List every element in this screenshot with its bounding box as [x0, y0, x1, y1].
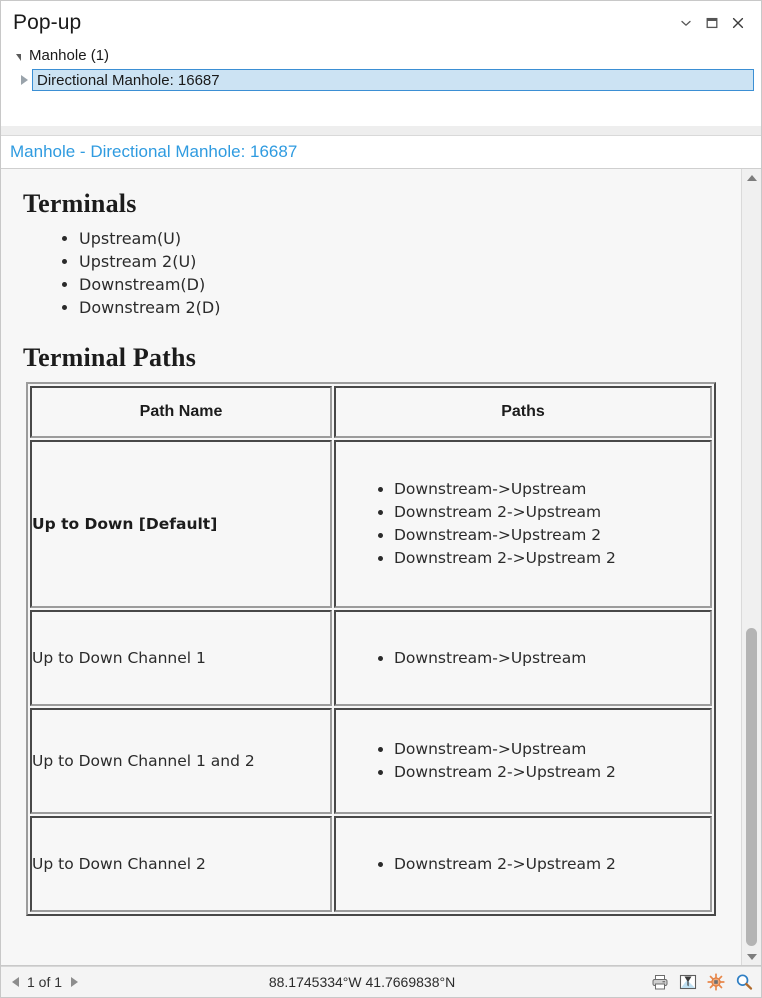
cell-paths: Downstream->Upstream	[334, 610, 712, 706]
window-titlebar: Pop-up	[1, 1, 761, 44]
table-row: Up to Down Channel 2 Downstream 2->Upstr…	[30, 816, 712, 912]
cell-paths: Downstream->Upstream Downstream 2->Upstr…	[334, 440, 712, 608]
cell-path-name: Up to Down Channel 1 and 2	[30, 708, 332, 814]
chevron-down-icon[interactable]	[673, 10, 699, 36]
popup-content: Terminals Upstream(U) Upstream 2(U) Down…	[1, 169, 741, 965]
paths-list: Downstream 2->Upstream 2	[336, 853, 710, 876]
column-header-path-name: Path Name	[30, 386, 332, 438]
content-area: Terminals Upstream(U) Upstream 2(U) Down…	[1, 169, 761, 966]
coordinates-label: 88.1745334°W 41.7669838°N	[268, 974, 456, 990]
column-header-paths: Paths	[334, 386, 712, 438]
list-item: Downstream->Upstream 2	[394, 524, 710, 547]
list-item: Downstream->Upstream	[394, 478, 710, 501]
paths-list: Downstream->Upstream	[336, 647, 710, 670]
list-item: Downstream 2->Upstream 2	[394, 547, 710, 570]
list-item: Downstream 2(D)	[79, 296, 741, 319]
cell-path-name: Up to Down Channel 1	[30, 610, 332, 706]
cell-path-name: Up to Down [Default]	[30, 440, 332, 608]
paths-list: Downstream->Upstream Downstream 2->Upstr…	[336, 738, 710, 784]
pager-label: 1 of 1	[27, 974, 63, 990]
terminal-paths-heading: Terminal Paths	[23, 343, 197, 372]
table-header-row: Path Name Paths	[30, 386, 712, 438]
list-item: Upstream(U)	[79, 227, 741, 250]
tree-item-label: Directional Manhole: 16687	[32, 69, 754, 91]
tree-divider	[1, 126, 761, 136]
collapse-triangle-right-icon[interactable]	[1, 75, 32, 85]
list-item: Downstream 2->Upstream 2	[394, 853, 710, 876]
status-bar: 1 of 1 88.1745334°W 41.7669838°N	[1, 966, 761, 997]
tree-group-manhole[interactable]: Manhole (1)	[1, 44, 757, 68]
table-row: Up to Down [Default] Downstream->Upstrea…	[30, 440, 712, 608]
list-item: Downstream->Upstream	[394, 738, 710, 761]
maximize-icon[interactable]	[699, 10, 725, 36]
expand-triangle-down-icon[interactable]	[11, 49, 25, 63]
scrollbar-track[interactable]	[742, 186, 761, 948]
vertical-scrollbar[interactable]	[741, 169, 761, 965]
status-icon-group	[642, 973, 753, 992]
zoom-to-icon[interactable]	[734, 973, 753, 992]
scroll-up-arrow-icon[interactable]	[742, 169, 761, 186]
feature-link[interactable]: Manhole - Directional Manhole: 16687	[10, 142, 298, 161]
tree-group-label: Manhole (1)	[29, 47, 110, 64]
page-title: Pop-up	[13, 10, 82, 34]
tree-item-directional-manhole[interactable]: Directional Manhole: 16687	[1, 68, 754, 92]
flash-feature-icon[interactable]	[706, 973, 725, 992]
paths-list: Downstream->Upstream Downstream 2->Upstr…	[336, 478, 710, 570]
list-item: Upstream 2(U)	[79, 250, 741, 273]
list-item: Downstream 2->Upstream	[394, 501, 710, 524]
table-row: Up to Down Channel 1 Downstream->Upstrea…	[30, 610, 712, 706]
table-row: Up to Down Channel 1 and 2 Downstream->U…	[30, 708, 712, 814]
terminal-paths-table: Path Name Paths Up to Down [Default] Dow…	[26, 382, 716, 916]
cell-path-name: Up to Down Channel 2	[30, 816, 332, 912]
next-feature-icon[interactable]	[66, 974, 82, 990]
scrollbar-thumb[interactable]	[746, 627, 757, 946]
breadcrumb: Manhole - Directional Manhole: 16687	[1, 136, 761, 169]
close-icon[interactable]	[725, 10, 751, 36]
list-item: Downstream(D)	[79, 273, 741, 296]
previous-feature-icon[interactable]	[7, 974, 23, 990]
scroll-down-arrow-icon[interactable]	[742, 948, 761, 965]
cell-paths: Downstream 2->Upstream 2	[334, 816, 712, 912]
cell-paths: Downstream->Upstream Downstream 2->Upstr…	[334, 708, 712, 814]
list-item: Downstream 2->Upstream 2	[394, 761, 710, 784]
select-map-icon[interactable]	[678, 973, 697, 992]
terminals-list: Upstream(U) Upstream 2(U) Downstream(D) …	[21, 227, 741, 319]
tree-empty-space	[1, 92, 757, 126]
feature-tree: Manhole (1) Directional Manhole: 16687	[1, 44, 761, 126]
print-icon[interactable]	[650, 973, 669, 992]
list-item: Downstream->Upstream	[394, 647, 710, 670]
terminals-heading: Terminals	[23, 189, 137, 218]
